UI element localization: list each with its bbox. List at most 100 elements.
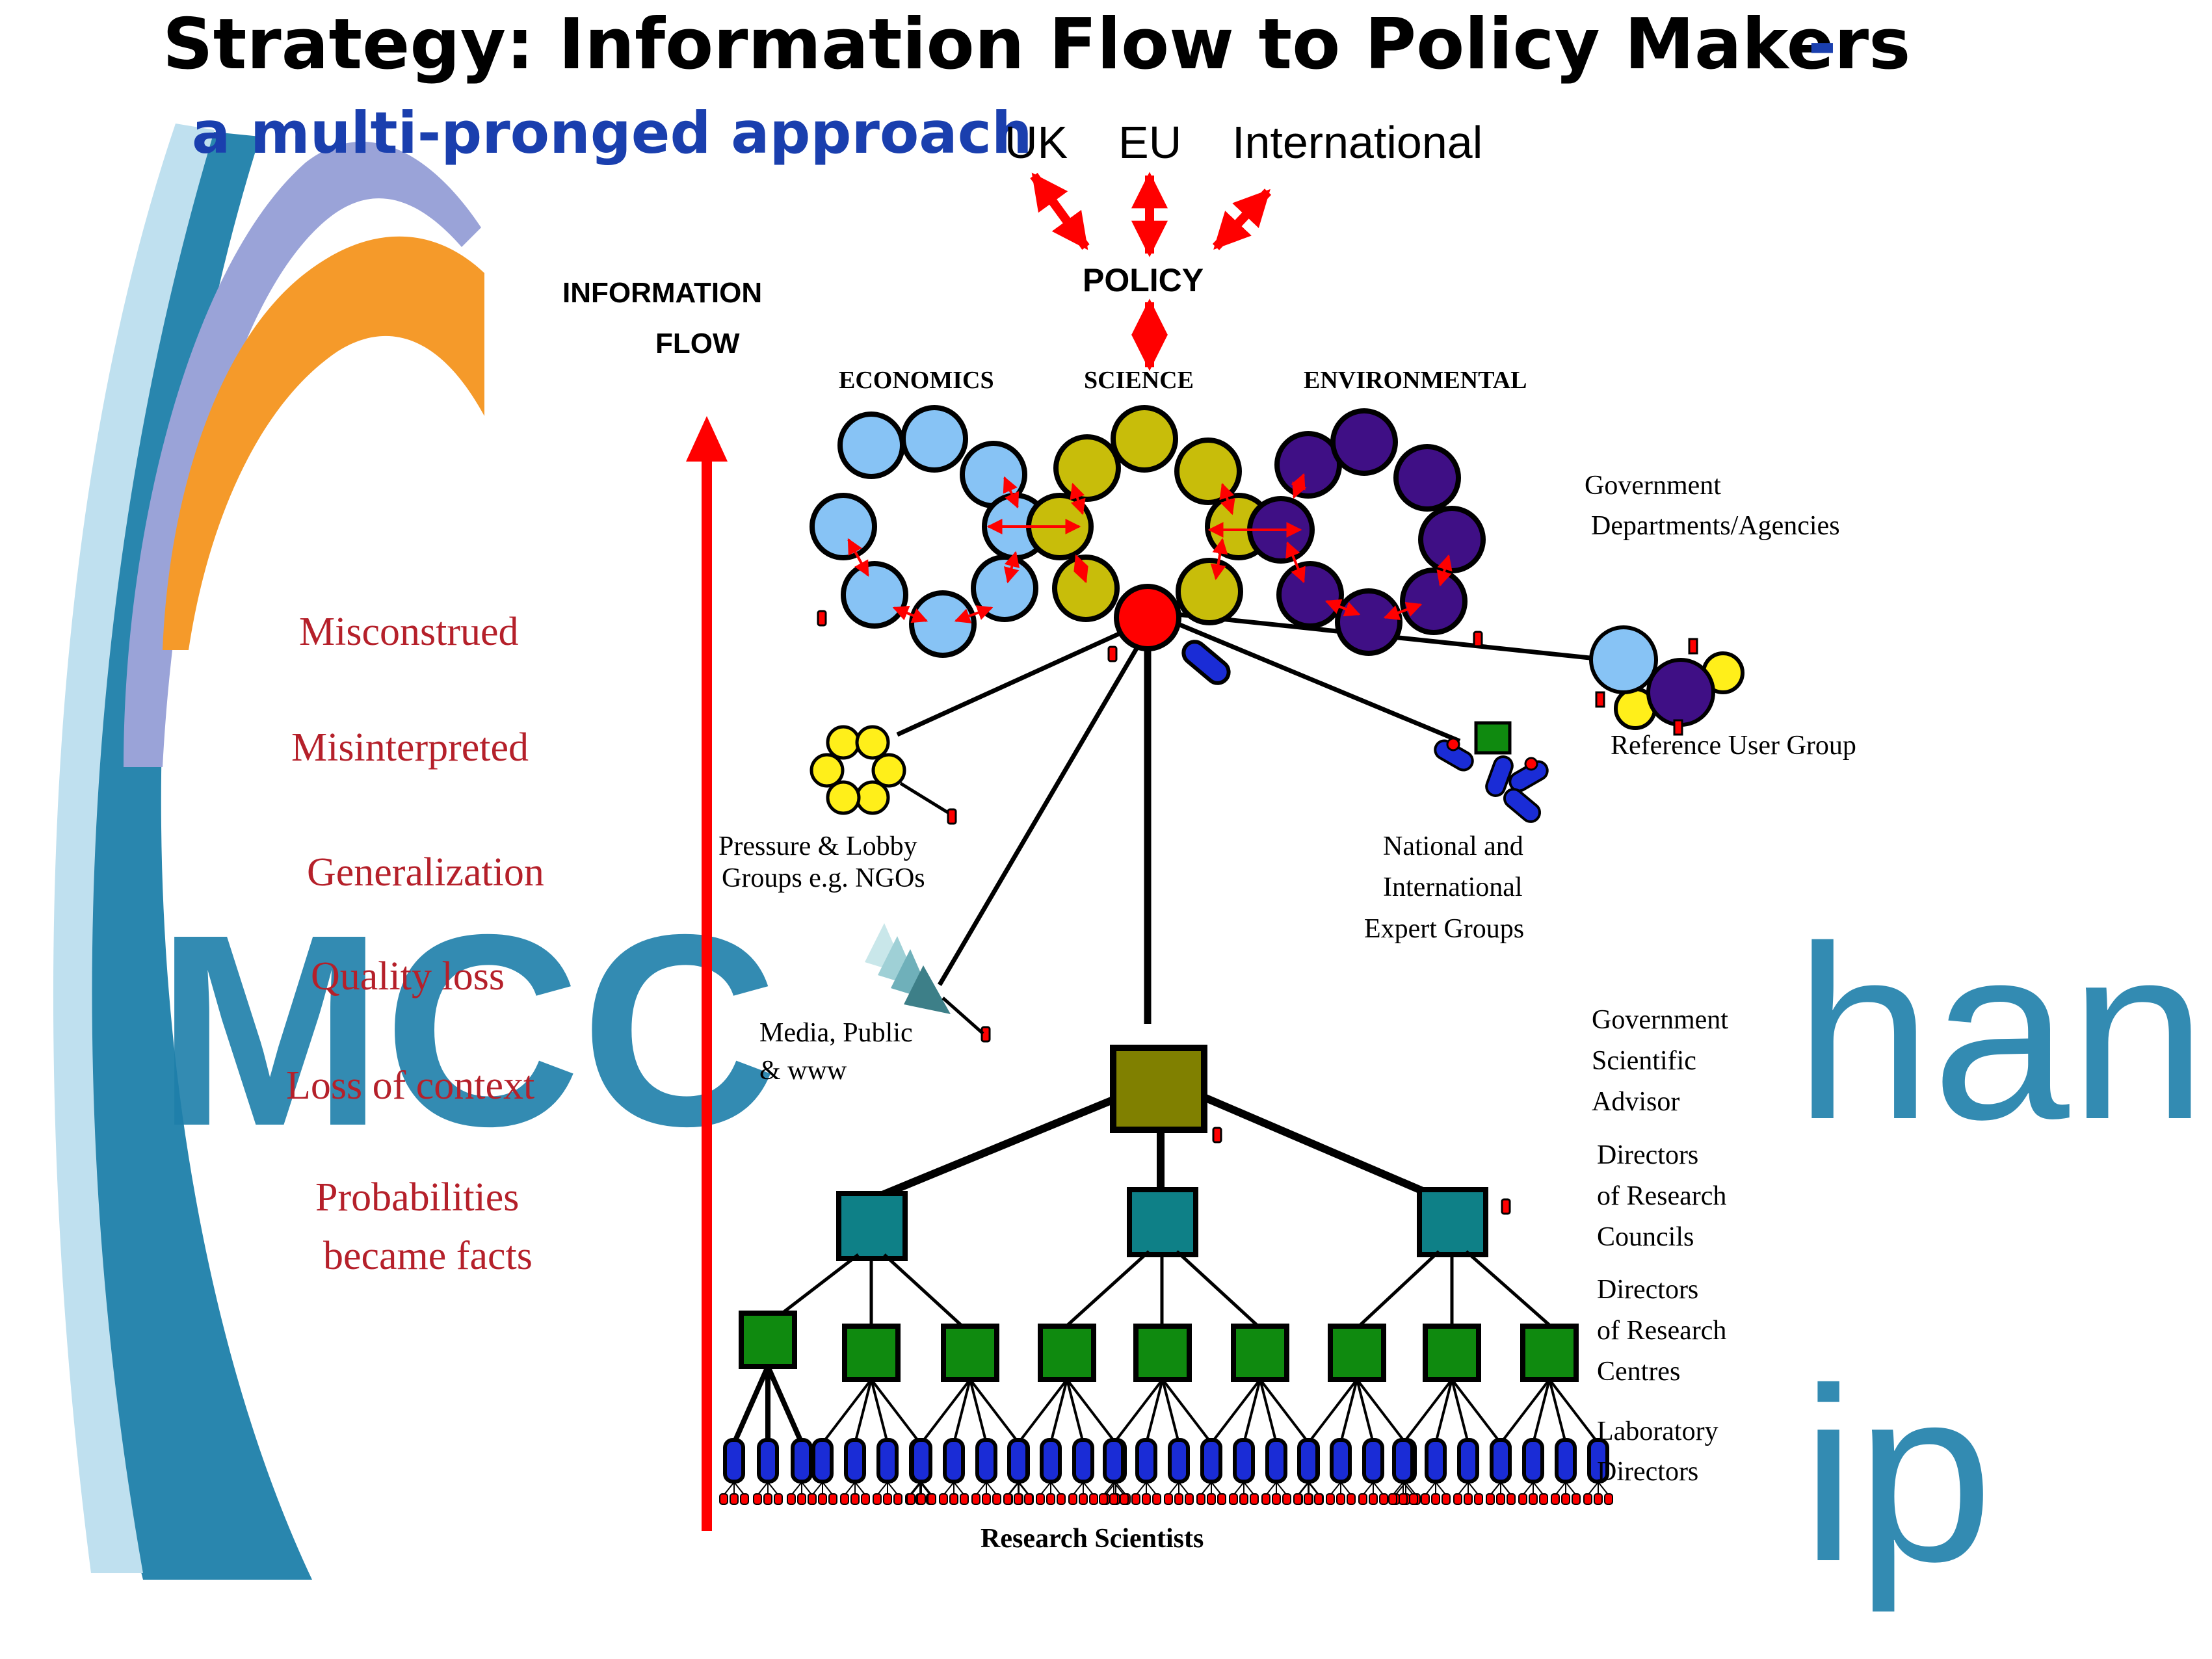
economics-node xyxy=(841,561,908,629)
media-label-2: & www xyxy=(759,1056,847,1086)
centre-edges xyxy=(772,1250,1552,1327)
research-scientist-dot xyxy=(917,1493,926,1505)
centre-box xyxy=(1038,1324,1096,1382)
scientist-edge xyxy=(1113,1482,1125,1496)
reference-group-icon xyxy=(1589,625,1745,730)
research-scientist-dot xyxy=(1379,1493,1388,1505)
arrow-uk xyxy=(1030,172,1090,250)
pressure-label-2: Groups e.g. NGOs xyxy=(722,863,925,893)
research-scientist-dot xyxy=(1057,1493,1066,1505)
cluster-arrow xyxy=(1210,538,1228,581)
expert-capsule xyxy=(1503,788,1542,823)
tag xyxy=(1688,638,1698,655)
pressure-node xyxy=(855,725,890,760)
laboratory-director-capsule xyxy=(1072,1438,1094,1483)
environmental-node xyxy=(1400,568,1468,635)
scientist-edge xyxy=(1243,1482,1255,1496)
research-scientist-dot xyxy=(730,1493,739,1505)
laboratory-director-capsule xyxy=(1007,1438,1029,1483)
research-scientist-dot xyxy=(1282,1493,1291,1505)
scientist-edge xyxy=(723,1482,735,1496)
scientist-edge xyxy=(1330,1482,1341,1496)
research-scientist-dot xyxy=(1347,1493,1356,1505)
research-scientist-dot xyxy=(1314,1493,1323,1505)
gov-departments-label-2: Departments/Agencies xyxy=(1591,511,1840,541)
council-box xyxy=(836,1191,908,1261)
environmental-node xyxy=(1276,561,1344,629)
research-scientist-dot xyxy=(808,1493,817,1505)
domain-science: SCIENCE xyxy=(1084,367,1194,394)
pressure-node xyxy=(871,753,906,788)
lab-edge xyxy=(821,1378,873,1444)
tag xyxy=(1212,1127,1222,1143)
lab-edge xyxy=(1161,1379,1180,1444)
cluster-arrow xyxy=(954,605,994,623)
advisor-label-3: Advisor xyxy=(1592,1087,1679,1117)
distortion-generalization: Generalization xyxy=(307,850,544,895)
science-node xyxy=(1176,558,1243,625)
logo-arc-orange xyxy=(163,236,484,650)
logo-swoosh xyxy=(53,124,484,1580)
scientist-edge xyxy=(1522,1482,1534,1496)
councils-label-2: of Research xyxy=(1597,1181,1726,1211)
research-scientist-dot xyxy=(1474,1493,1483,1505)
scientist-edge xyxy=(1297,1482,1309,1496)
environmental-cluster xyxy=(1247,408,1486,656)
research-scientist-dot xyxy=(1152,1493,1161,1505)
research-scientist-dot xyxy=(992,1493,1001,1505)
distortion-misconstrued: Misconstrued xyxy=(299,610,519,654)
research-scientist-dot xyxy=(850,1493,860,1505)
centres-label-3: Centres xyxy=(1597,1357,1680,1387)
hub-connectors xyxy=(896,612,1590,1024)
scientist-edge xyxy=(1018,1482,1029,1496)
scientist-edge xyxy=(1468,1482,1479,1496)
scientist-edge xyxy=(767,1482,779,1496)
laboratory-directors-layer xyxy=(719,1365,1613,1505)
laboratory-director-capsule xyxy=(1425,1438,1447,1483)
scientist-edge xyxy=(1490,1482,1501,1496)
research-scientist-dot xyxy=(1583,1493,1592,1505)
research-scientist-dot xyxy=(1304,1493,1313,1505)
laboratory-director-capsule xyxy=(1168,1438,1190,1483)
lab-edge xyxy=(1451,1378,1502,1444)
scientist-edge xyxy=(943,1482,955,1496)
scientist-edge xyxy=(887,1482,899,1496)
lab-edge xyxy=(969,1379,988,1444)
science-node xyxy=(1052,555,1120,622)
media-pyramid xyxy=(904,965,951,1014)
scientist-edge xyxy=(975,1482,987,1496)
lab-edge xyxy=(1402,1378,1453,1444)
research-scientist-dot xyxy=(1099,1493,1108,1505)
centre-box xyxy=(1423,1324,1481,1382)
red-tags xyxy=(817,610,1511,1215)
cluster-arrow xyxy=(1073,554,1088,584)
laboratory-director-capsule xyxy=(1587,1438,1609,1483)
research-scientist-dot xyxy=(1164,1493,1173,1505)
laboratory-director-capsule xyxy=(876,1438,899,1483)
domain-economics: ECONOMICS xyxy=(839,367,994,394)
scientist-edge xyxy=(844,1482,856,1496)
distortion-loss-of-context: Loss of context xyxy=(286,1064,534,1108)
tag xyxy=(1673,719,1683,736)
economics-node xyxy=(837,411,905,479)
laboratory-director-capsule xyxy=(1297,1438,1319,1483)
target-eu: EU xyxy=(1118,117,1181,168)
laboratory-director-capsule xyxy=(1135,1438,1157,1483)
laboratory-director-capsule xyxy=(757,1438,779,1483)
environmental-node xyxy=(1418,506,1486,573)
scientist-edge xyxy=(1135,1482,1147,1496)
scientist-edge xyxy=(791,1482,802,1496)
scientist-edge xyxy=(1083,1482,1094,1496)
laboratory-director-capsule xyxy=(1362,1438,1384,1483)
scientist-edge xyxy=(757,1482,769,1496)
councils-label-1: Directors xyxy=(1597,1140,1698,1170)
research-scientist-dot xyxy=(1046,1493,1055,1505)
research-scientist-dot xyxy=(1572,1493,1581,1505)
tag xyxy=(817,610,827,627)
research-scientist-dot xyxy=(1185,1493,1194,1505)
tag xyxy=(1473,631,1483,647)
logo-arc-teal-light xyxy=(53,124,215,1573)
laboratory-director-capsule xyxy=(1103,1438,1125,1483)
centre-box xyxy=(1231,1324,1289,1382)
scientist-edge xyxy=(854,1482,866,1496)
